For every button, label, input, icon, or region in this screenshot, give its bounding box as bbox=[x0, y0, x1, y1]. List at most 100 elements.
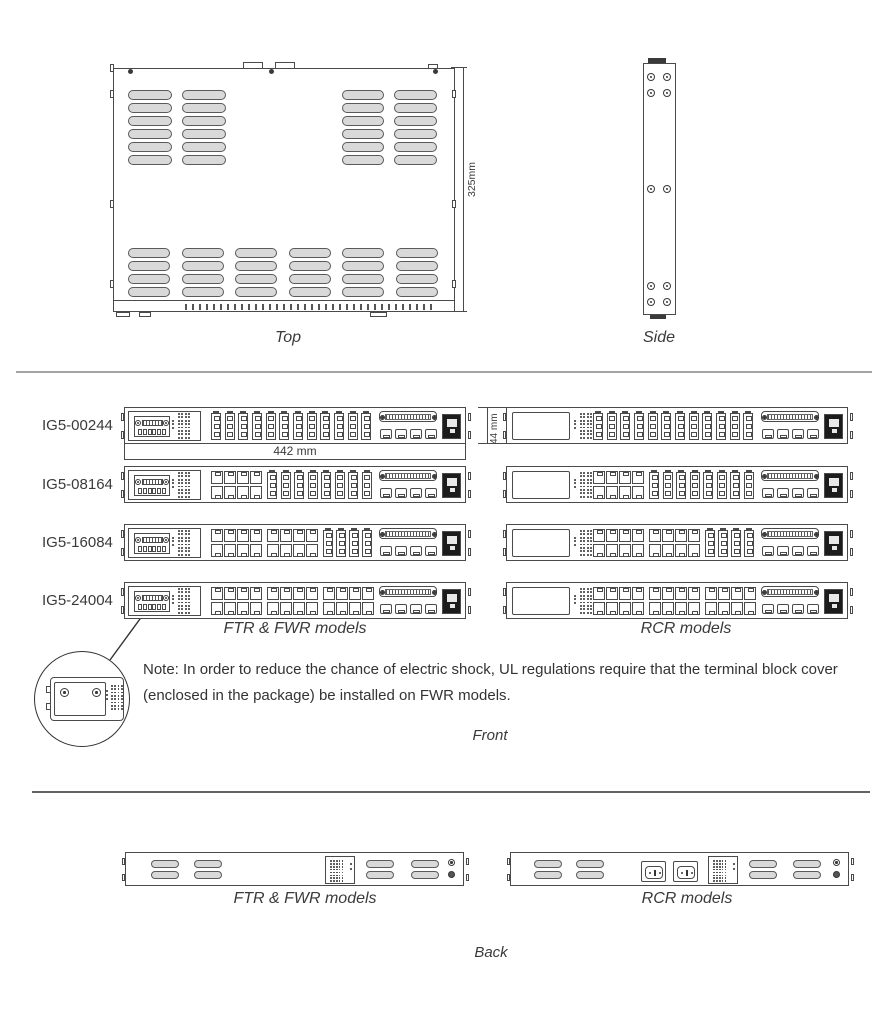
terminal-pin bbox=[147, 488, 152, 494]
sfp-plus-port bbox=[792, 488, 804, 498]
mounting-ear bbox=[503, 606, 506, 614]
rj45-port bbox=[267, 529, 279, 542]
rj45-port bbox=[224, 486, 236, 499]
screw-dot bbox=[136, 480, 140, 484]
sfp-slot bbox=[254, 416, 261, 421]
led-dot bbox=[330, 871, 332, 874]
rj45-port bbox=[675, 587, 687, 600]
sfp-slot bbox=[364, 541, 371, 546]
sfp-slot bbox=[296, 491, 303, 496]
led-dot bbox=[181, 543, 184, 546]
port-slot bbox=[383, 494, 390, 497]
front-caption: Front bbox=[472, 727, 508, 744]
rj45-port bbox=[744, 602, 756, 615]
led-dot bbox=[713, 865, 715, 868]
led-dot bbox=[574, 423, 576, 426]
screw-dot bbox=[433, 416, 436, 419]
led-dot bbox=[188, 482, 190, 484]
led-dot bbox=[111, 691, 113, 694]
sfp-plus-port bbox=[380, 546, 392, 556]
led-dot bbox=[178, 530, 180, 532]
mounting-ear bbox=[850, 413, 853, 421]
led-dot bbox=[181, 550, 184, 553]
vent-slot bbox=[128, 261, 170, 271]
led-dot bbox=[178, 495, 180, 498]
screw bbox=[163, 420, 169, 426]
led-dot bbox=[188, 547, 190, 549]
led-dot bbox=[172, 543, 174, 546]
rj45-port bbox=[606, 544, 618, 557]
led-dot bbox=[586, 594, 589, 597]
vent-slot bbox=[288, 274, 331, 284]
led-dot bbox=[586, 553, 589, 556]
mounting-ear bbox=[503, 431, 506, 439]
sfp-slot bbox=[609, 432, 616, 437]
rj45-port bbox=[662, 602, 674, 615]
port-slot bbox=[810, 435, 817, 438]
terminal-pin bbox=[162, 546, 166, 552]
led-dot bbox=[111, 685, 113, 687]
sfp-slot bbox=[336, 432, 343, 437]
cage-tab bbox=[718, 411, 724, 413]
led-dot bbox=[590, 489, 592, 491]
led-dot bbox=[330, 874, 332, 877]
terminal-pin bbox=[162, 604, 166, 610]
led-dot bbox=[188, 489, 190, 491]
rj45-notch bbox=[722, 611, 728, 615]
led-dot bbox=[335, 868, 338, 871]
led-dot bbox=[188, 436, 190, 439]
rj45-port bbox=[293, 529, 305, 542]
led-dot bbox=[188, 594, 190, 597]
rj45-notch bbox=[636, 611, 642, 615]
led-dot bbox=[713, 877, 715, 880]
cage-tab bbox=[690, 411, 697, 413]
terminal-pin bbox=[142, 604, 147, 610]
rj45-port bbox=[662, 529, 674, 542]
back-caption: Back bbox=[474, 944, 508, 961]
sfp-plus-port bbox=[777, 429, 789, 439]
rj45-notch bbox=[215, 530, 221, 534]
rj45-notch bbox=[597, 472, 603, 476]
dsub-connector bbox=[761, 586, 819, 597]
sfp-slot bbox=[622, 416, 629, 421]
rj45-port bbox=[619, 587, 631, 600]
led-dot bbox=[724, 871, 727, 874]
led-dot bbox=[188, 550, 190, 553]
edge-nub bbox=[110, 200, 114, 208]
sfp-slot bbox=[351, 541, 358, 546]
sfp-slot bbox=[691, 432, 698, 437]
sfp-slot bbox=[720, 541, 727, 546]
sfp-plus-port bbox=[807, 488, 819, 498]
rj45-port bbox=[336, 602, 348, 615]
back-panel-rcr bbox=[507, 852, 854, 886]
cage-tab bbox=[282, 470, 289, 472]
led-dot bbox=[586, 533, 589, 536]
led-dot bbox=[715, 874, 718, 877]
terminal-block bbox=[134, 591, 170, 612]
vent-slot bbox=[194, 871, 222, 879]
vent-slot bbox=[342, 248, 384, 258]
rj45-notch bbox=[623, 553, 629, 557]
led-dot bbox=[586, 536, 589, 539]
terminal-pin bbox=[157, 429, 162, 435]
terminal-pin bbox=[157, 488, 162, 494]
vent-slot bbox=[128, 155, 172, 165]
led-dot bbox=[178, 433, 180, 436]
led-dot bbox=[120, 688, 123, 691]
led-dot bbox=[181, 430, 184, 432]
led-dot bbox=[583, 530, 586, 532]
led-dot bbox=[338, 865, 341, 868]
led-dot bbox=[120, 698, 123, 700]
led-dot bbox=[184, 492, 187, 495]
rj45-notch bbox=[254, 472, 260, 476]
rj45-port bbox=[662, 544, 674, 557]
rj45-notch bbox=[327, 588, 333, 592]
cover-plate bbox=[54, 682, 106, 716]
sfp-plus-port bbox=[762, 488, 774, 498]
sfp-slot bbox=[678, 491, 685, 496]
terminal-strip bbox=[142, 537, 163, 543]
led-dot bbox=[580, 536, 582, 539]
sfp-slot bbox=[732, 432, 739, 437]
sfp-cage bbox=[294, 472, 304, 499]
led-dot bbox=[580, 543, 582, 546]
